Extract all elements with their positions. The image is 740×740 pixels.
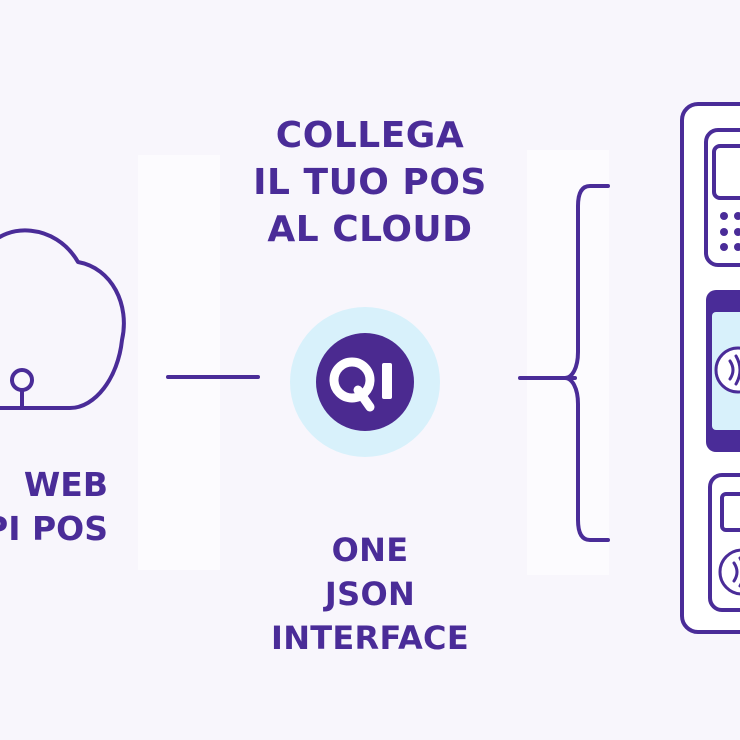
smartphone-nfc-icon [706,290,740,452]
cloud-label-line-2: PI POS [0,509,108,548]
background-panel-left [138,155,220,570]
headline: COLLEGA IL TUO POS AL CLOUD [230,112,510,253]
qi-logo [290,307,440,457]
interface-label: ONE JSON INTERFACE [230,528,510,660]
interface-label-line-3: INTERFACE [270,619,469,657]
pos-terminal-icon [704,128,740,267]
card-reader-nfc-icon [708,473,740,612]
headline-line-1: COLLEGA [275,115,465,156]
interface-label-line-2: JSON [324,575,416,613]
headline-line-3: AL CLOUD [267,209,473,250]
cloud-label: WEB PI POS [0,463,108,551]
brace-icon [563,184,610,542]
background-panel-right [527,150,609,575]
cloud-icon [0,228,126,410]
headline-line-2: IL TUO POS [253,162,487,203]
cloud-label-line-1: WEB [23,465,108,504]
interface-label-line-1: ONE [331,531,409,569]
